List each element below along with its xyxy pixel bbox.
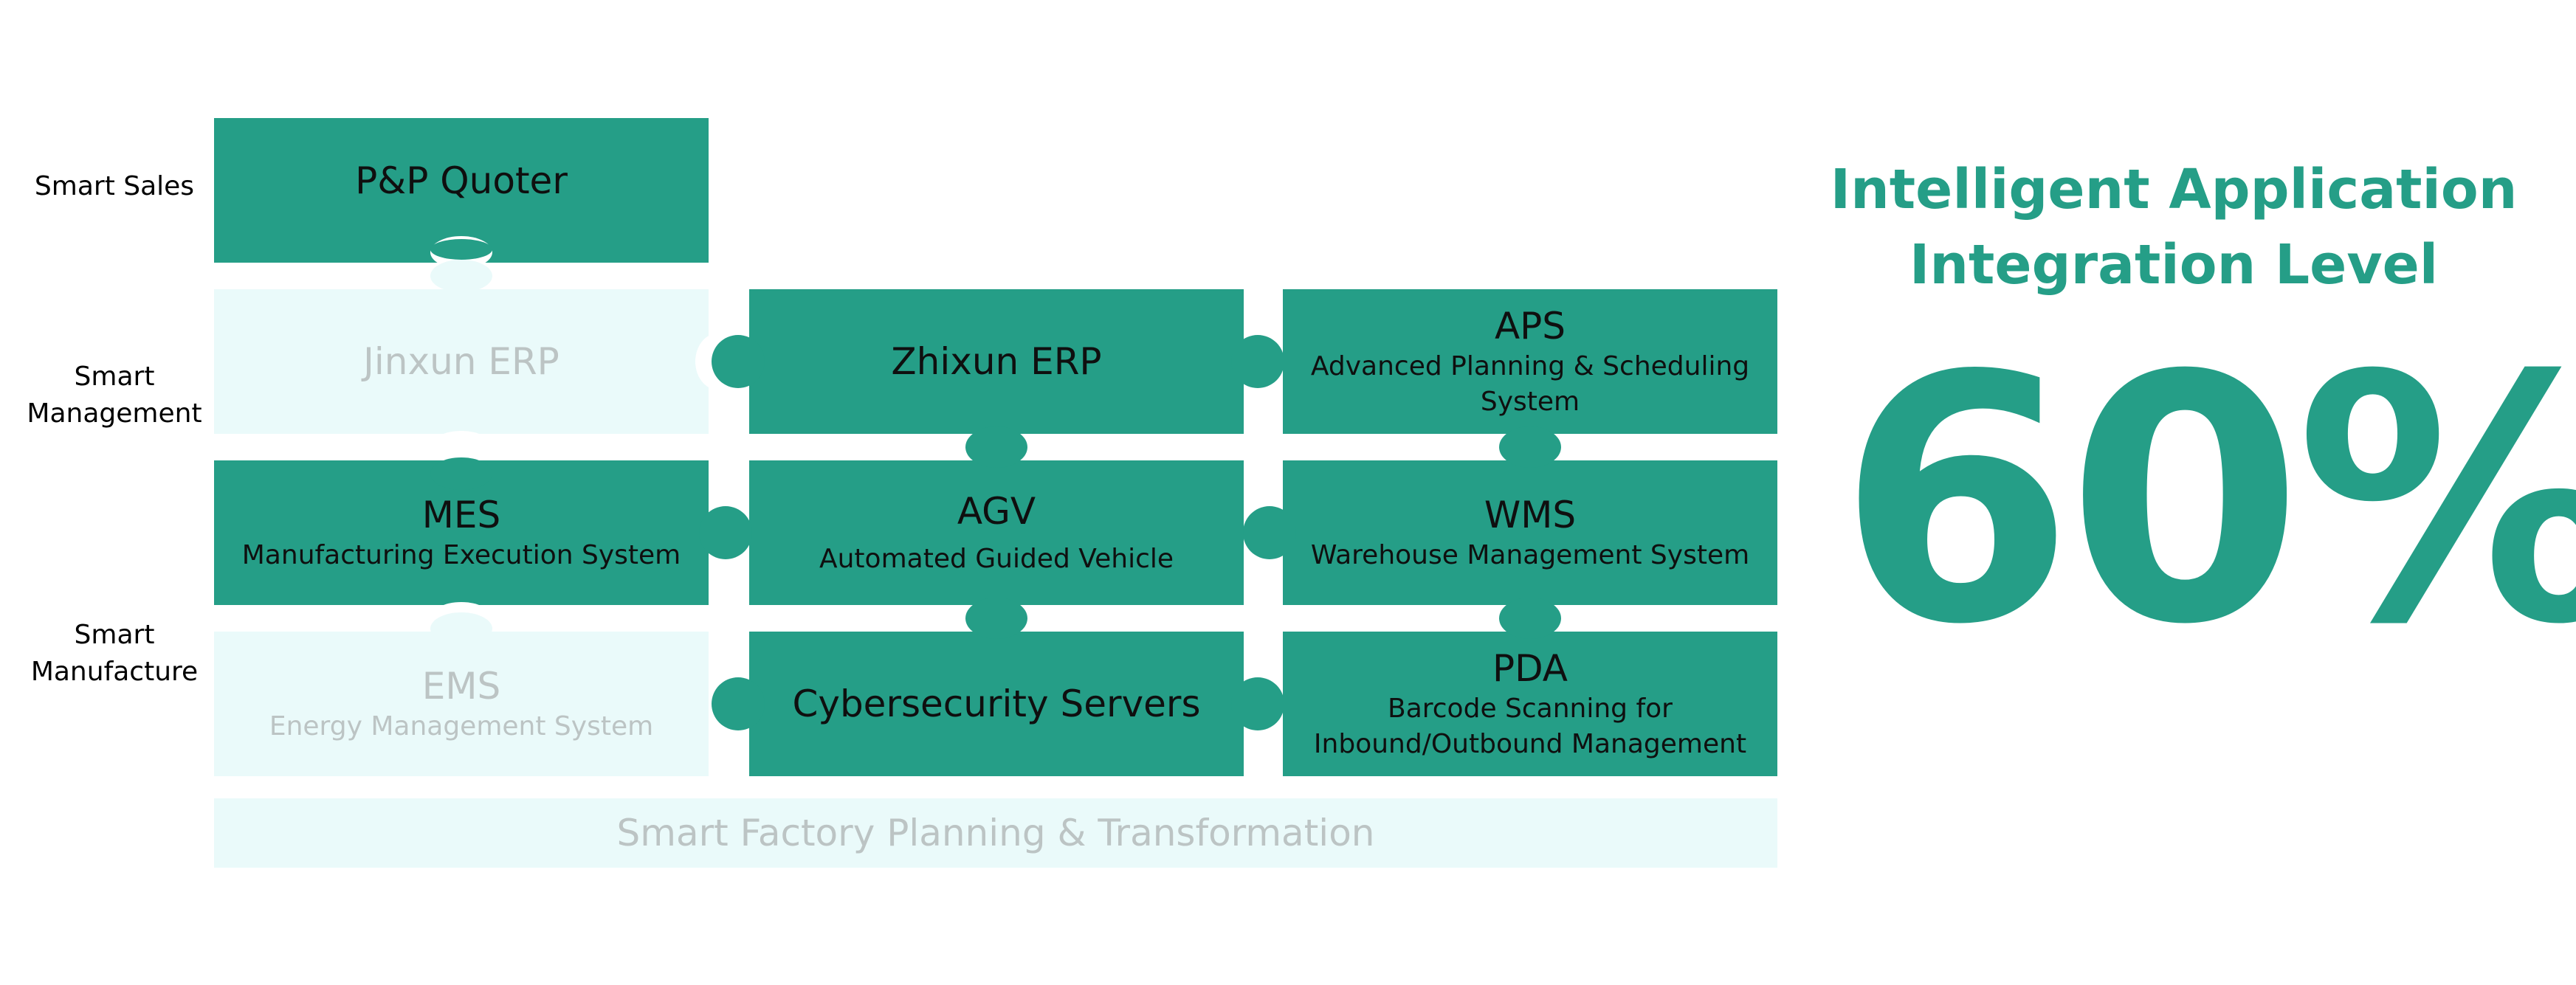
block-pda: [1283, 632, 1777, 776]
block-title: Smart Factory Planning & Transformation: [616, 812, 1375, 854]
block-jinxun-erp-text: Jinxun ERP: [214, 289, 709, 434]
block-title: EMS: [421, 665, 501, 708]
connector-tab: [699, 506, 752, 559]
connector-tab: [430, 239, 492, 260]
block-zhixun-erp-text: Zhixun ERP: [749, 289, 1244, 434]
block-cybersecurity: [749, 632, 1244, 776]
row-label-smart-management: Smart Management: [27, 362, 202, 429]
connector-tab: [1499, 598, 1561, 639]
block-subtitle: Automated Guided Vehicle: [819, 544, 1174, 574]
connector-notch: [430, 431, 492, 463]
block-jinxun-erp: [214, 289, 709, 434]
connector-tab: [1243, 506, 1296, 559]
block-subtitle: Energy Management System: [269, 711, 654, 742]
block-title: Cybersecurity Servers: [792, 682, 1201, 725]
row-label-smart-manufacture: Smart Manufacture: [30, 620, 199, 687]
block-subtitle: Warehouse Management System: [1310, 540, 1750, 570]
block-title: Zhixun ERP: [891, 340, 1102, 383]
connector-tab: [1231, 677, 1284, 730]
integration-value: 60%: [1838, 304, 2576, 699]
block-pda-text: PDA Barcode Scanning for Inbound/Outboun…: [1283, 632, 1777, 776]
block-ems: [214, 632, 709, 776]
connector-tab: [430, 612, 492, 645]
block-subtitle: Advanced Planning & Scheduling System: [1310, 351, 1750, 417]
block-wms: [1283, 460, 1777, 605]
connector-tab: [1499, 426, 1561, 468]
block-aps: [1283, 289, 1777, 434]
block-pp-quoter-text: P&P Quoter: [214, 118, 709, 243]
row-label-smart-sales: Smart Sales: [34, 171, 195, 201]
block-agv: [749, 460, 1244, 605]
block-title: PDA: [1492, 647, 1568, 690]
block-subtitle: Barcode Scanning for Inbound/Outbound Ma…: [1313, 694, 1747, 759]
block-foundation: [214, 798, 1777, 868]
block-aps-text: APS Advanced Planning & Scheduling Syste…: [1283, 295, 1777, 428]
integration-heading-line2: Integration Level: [1909, 233, 2439, 297]
block-cybersecurity-text: Cybersecurity Servers: [749, 632, 1244, 776]
block-title: MES: [421, 494, 501, 536]
connector-tab: [430, 260, 492, 292]
block-mes-text: MES Manufacturing Execution System: [214, 460, 709, 605]
block-title: AGV: [957, 490, 1036, 533]
block-subtitle: Manufacturing Execution System: [241, 540, 681, 570]
block-title: P&P Quoter: [355, 159, 568, 202]
connector-tab: [965, 598, 1027, 639]
block-title: APS: [1494, 305, 1566, 348]
connector-tab: [712, 677, 765, 730]
block-wms-text: WMS Warehouse Management System: [1283, 460, 1777, 605]
connector-tab: [1231, 335, 1284, 388]
block-ems-text: EMS Energy Management System: [214, 632, 709, 776]
integration-heading: Intelligent Application Integration Leve…: [1735, 152, 2576, 303]
block-zhixun-erp: [749, 289, 1244, 434]
connector-tab: [965, 426, 1027, 468]
block-title: WMS: [1484, 494, 1577, 536]
connector-tab: [712, 335, 765, 388]
block-agv-text: AGV Automated Guided Vehicle: [749, 460, 1244, 605]
block-title: Jinxun ERP: [363, 340, 559, 383]
block-foundation-text: Smart Factory Planning & Transformation: [214, 798, 1777, 868]
connector-tab: [430, 457, 492, 490]
integration-heading-line1: Intelligent Application: [1830, 158, 2518, 221]
